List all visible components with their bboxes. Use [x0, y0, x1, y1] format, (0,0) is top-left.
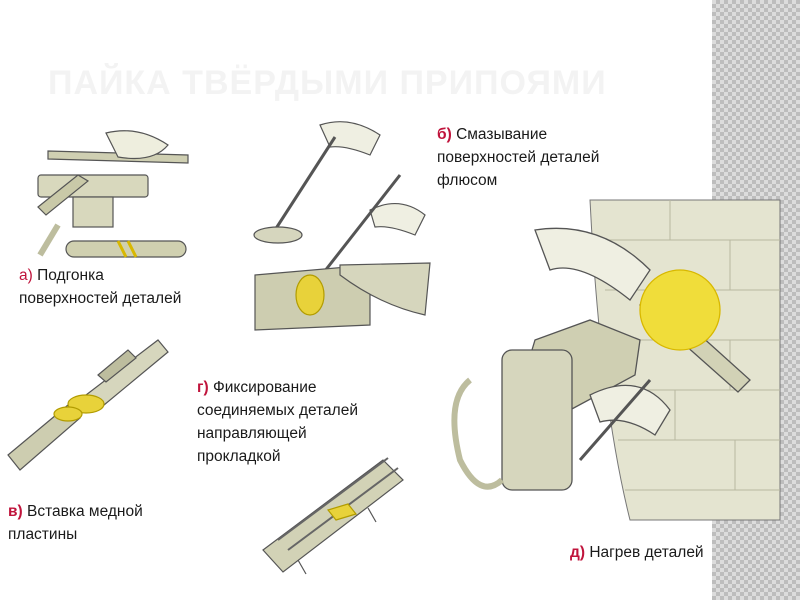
caption-b-line2: поверхностей деталей: [437, 146, 599, 169]
flux-brush-illustration: [250, 115, 435, 330]
filing-parts-illustration: [18, 115, 228, 265]
caption-g-letter: г): [197, 379, 209, 396]
slide-title: ПАЙКА ТВЁРДЫМИ ПРИПОЯМИ: [48, 64, 607, 103]
caption-a-line2: поверхностей деталей: [19, 287, 181, 310]
caption-g-line3: направляющей: [197, 422, 358, 445]
copper-plate-illustration: [8, 330, 178, 470]
torch-heating-illustration: [440, 200, 780, 520]
caption-b-line1: Смазывание: [456, 126, 547, 143]
caption-v-line1: Вставка медной: [27, 503, 143, 520]
caption-b-line3: флюсом: [437, 169, 599, 192]
caption-b: б) Смазывание поверхностей деталей флюсо…: [437, 123, 599, 192]
caption-b-letter: б): [437, 126, 452, 143]
fixing-spacer-illustration: [258, 450, 418, 575]
caption-v-line2: пластины: [8, 523, 143, 546]
caption-a-letter: а): [19, 267, 33, 284]
caption-a: а) Подгонка поверхностей деталей: [19, 264, 181, 310]
caption-d-line1: Нагрев деталей: [589, 544, 703, 561]
caption-d-letter: д): [570, 544, 585, 561]
caption-g-line2: соединяемых деталей: [197, 399, 358, 422]
caption-a-line1: Подгонка: [37, 267, 104, 284]
caption-v: в) Вставка медной пластины: [8, 500, 143, 546]
caption-v-letter: в): [8, 503, 23, 520]
caption-g-line1: Фиксирование: [213, 379, 317, 396]
caption-d: д) Нагрев деталей: [570, 541, 704, 564]
